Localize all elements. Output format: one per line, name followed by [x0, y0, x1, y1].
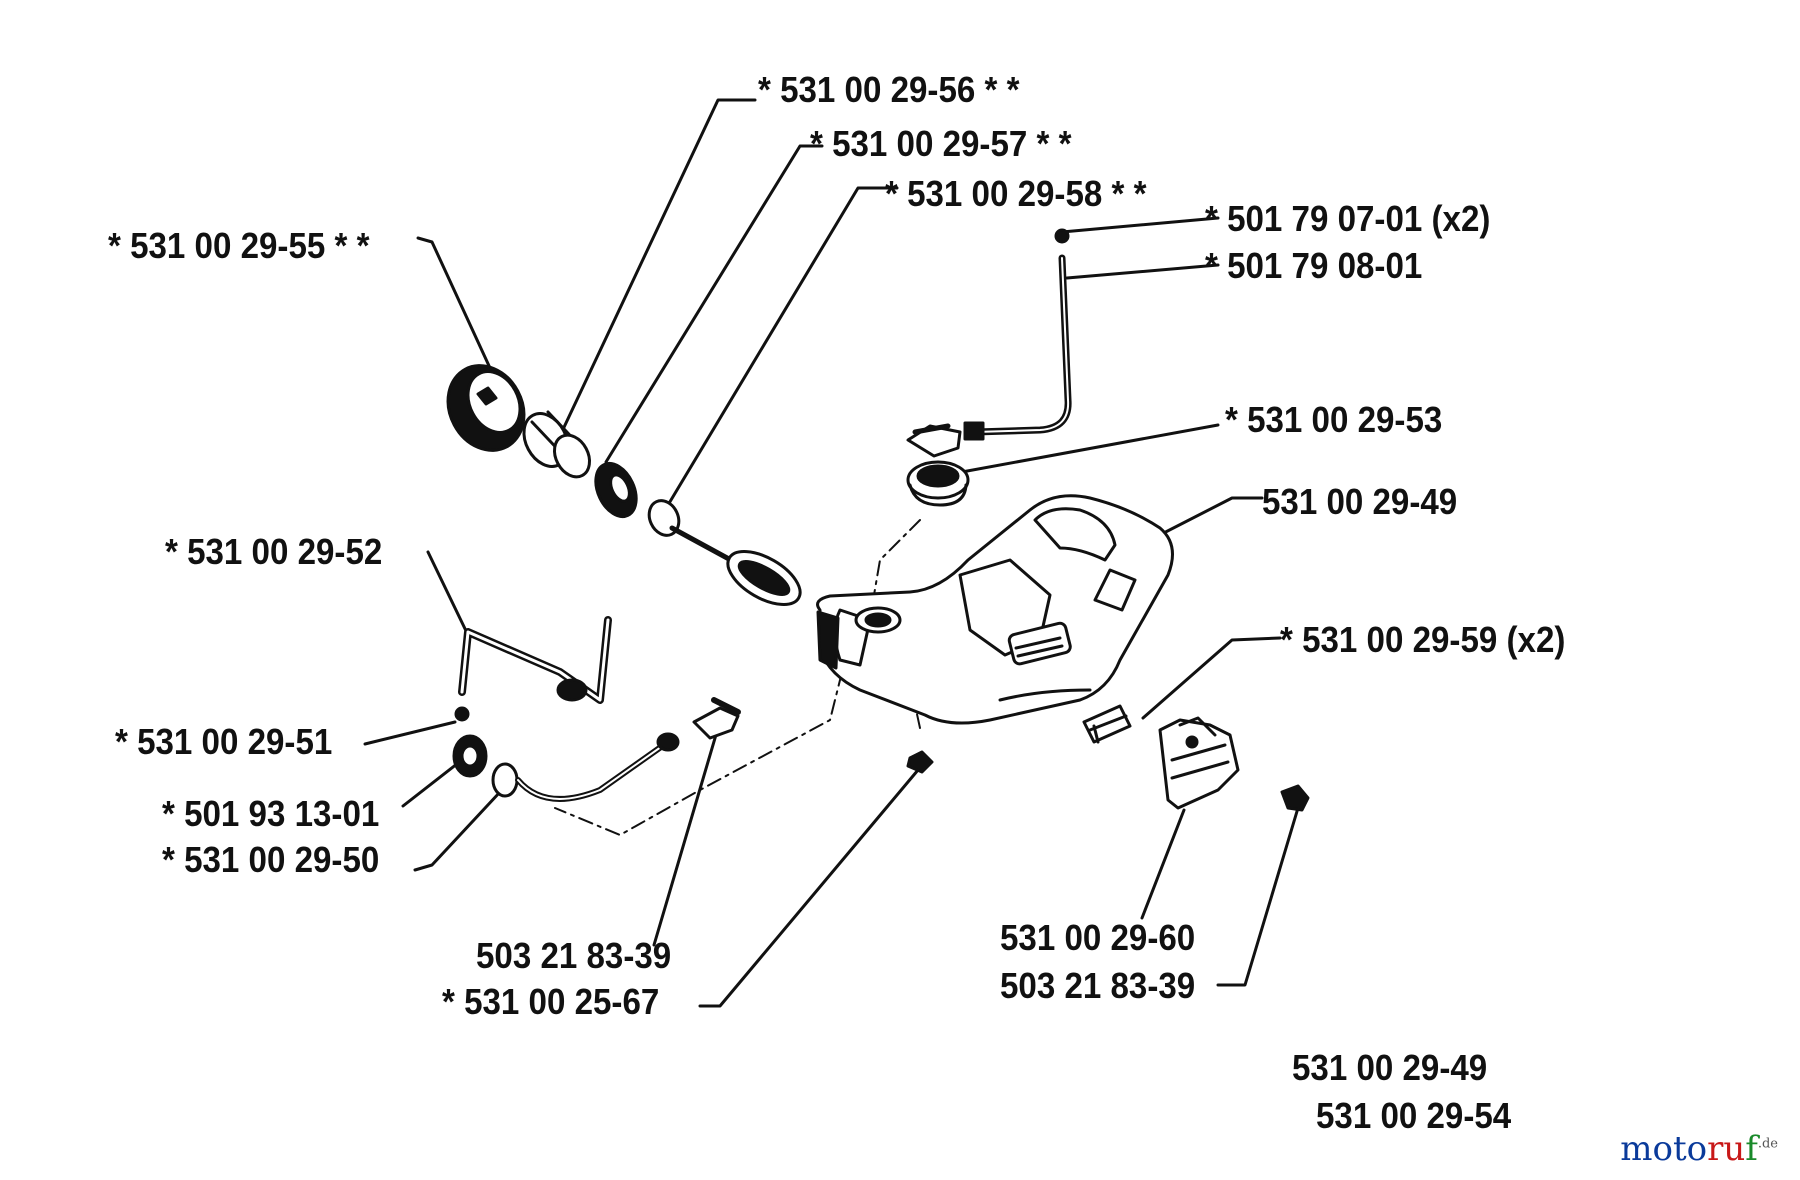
watermark-part1: moto: [1620, 1129, 1708, 1169]
leader-29-53: [938, 423, 1220, 478]
label-501-79-07-01: * 501 79 07-01 (x2): [1205, 198, 1491, 239]
leader-83-39b: [1216, 806, 1300, 987]
label-531-00-29-55: * 531 00 29-55 * *: [108, 225, 370, 266]
watermark-part2: ru: [1707, 1129, 1746, 1169]
leader-29-57: [604, 144, 824, 464]
label-531-00-29-49: 531 00 29-49: [1262, 481, 1458, 522]
leader-83-39a: [652, 726, 720, 947]
label-503-21-83-39-a: 503 21 83-39: [476, 935, 672, 976]
leader-08-01: [1065, 263, 1220, 280]
leader-29-59: [1141, 636, 1282, 720]
pickup-tube-part: [458, 616, 612, 704]
fuel-cap-part: [446, 364, 526, 452]
leader-13-01: [401, 758, 464, 808]
label-531-00-29-57: * 531 00 29-57 * *: [810, 123, 1072, 164]
valve-part: [906, 423, 970, 507]
label-501-93-13-01: * 501 93 13-01: [162, 793, 380, 834]
label-531-00-29-52: * 531 00 29-52: [165, 531, 383, 572]
leader-29-52: [426, 550, 470, 637]
footer-part-number-2: 531 00 29-54: [1316, 1095, 1512, 1136]
leader-lines: [363, 98, 1300, 1008]
washer-part: [594, 462, 638, 518]
footer-part-number-1: 531 00 29-49: [1292, 1047, 1488, 1088]
watermark-part3: f: [1745, 1129, 1758, 1169]
bolt-part: [906, 750, 934, 774]
label-531-00-29-53: * 531 00 29-53: [1225, 399, 1443, 440]
leader-29-58: [666, 186, 899, 507]
leader-29-60: [1140, 808, 1186, 920]
leader-29-56: [556, 98, 757, 442]
leader-29-55: [416, 236, 492, 370]
leader-29-49: [1148, 496, 1264, 542]
label-531-00-29-50: * 531 00 29-50: [162, 839, 380, 880]
label-531-00-29-56: * 531 00 29-56 * *: [758, 69, 1020, 110]
sleeve-part: [522, 410, 592, 479]
fuel-filter-part: [452, 706, 680, 802]
leader-29-51: [363, 720, 457, 746]
leader-29-50: [413, 790, 502, 872]
bracket-part: [1158, 716, 1240, 810]
grommet-part: [692, 697, 741, 740]
leader-25-67: [698, 768, 920, 1008]
screw-part: [1280, 784, 1310, 812]
label-531-00-25-67: * 531 00 25-67: [442, 981, 660, 1022]
watermark-logo: motoruf.de: [1620, 1132, 1778, 1166]
damper-part: [1082, 704, 1132, 744]
vent-hose-part: [963, 228, 1072, 441]
watermark-tld: .de: [1757, 1136, 1778, 1152]
fuel-tank-part: [816, 494, 1174, 725]
label-501-79-08-01: * 501 79 08-01: [1205, 245, 1423, 286]
label-531-00-29-58: * 531 00 29-58 * *: [885, 173, 1147, 214]
label-531-00-29-59: * 531 00 29-59 (x2): [1280, 619, 1566, 660]
leader-07-01: [1060, 216, 1220, 234]
label-531-00-29-60: 531 00 29-60: [1000, 917, 1196, 958]
strainer-part: [647, 499, 802, 606]
label-503-21-83-39-b: 503 21 83-39: [1000, 965, 1196, 1006]
label-531-00-29-51: * 531 00 29-51: [115, 721, 333, 762]
